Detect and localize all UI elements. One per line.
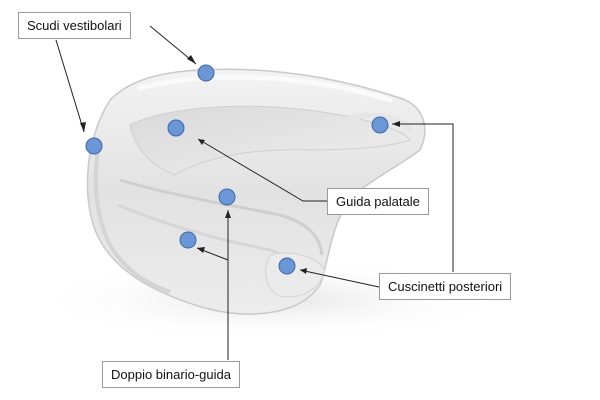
arrowhead-guida-palatale: [198, 139, 205, 145]
label-scudi-vestibolari: Scudi vestibolari: [18, 12, 131, 39]
marker-cuscinetti-posteriori-front: [278, 257, 296, 275]
leader-lines: [55, 25, 454, 360]
marker-scudi-vestibolari-side: [85, 137, 103, 155]
arrowhead-cuscinetti-2: [300, 268, 307, 274]
leader-cuscinetti-1: [392, 123, 454, 272]
label-cuscinetti-posteriori: Cuscinetti posteriori: [379, 273, 512, 300]
arrowhead-doppio-2: [197, 247, 205, 253]
marker-doppio-binario-upper: [218, 188, 236, 206]
arrowhead-scudi-2: [80, 122, 86, 132]
label-guida-palatale: Guida palatale: [327, 188, 429, 215]
arrowhead-cuscinetti-1: [392, 121, 400, 127]
leader-scudi-2: [55, 39, 85, 133]
leader-cuscinetti-2: [299, 269, 380, 288]
arrowhead-scudi-1: [187, 55, 196, 64]
leader-guida-palatale: [197, 138, 327, 202]
arrowhead-doppio-1: [225, 210, 231, 218]
marker-cuscinetti-posteriori-back: [371, 116, 389, 134]
marker-scudi-vestibolari-top: [197, 64, 215, 82]
markers: [85, 64, 389, 275]
label-doppio-binario-guida: Doppio binario-guida: [102, 361, 240, 388]
marker-doppio-binario-lower: [179, 231, 197, 249]
leader-scudi-1: [149, 25, 197, 65]
marker-guida-palatale: [167, 119, 185, 137]
arrowheads: [80, 55, 400, 274]
